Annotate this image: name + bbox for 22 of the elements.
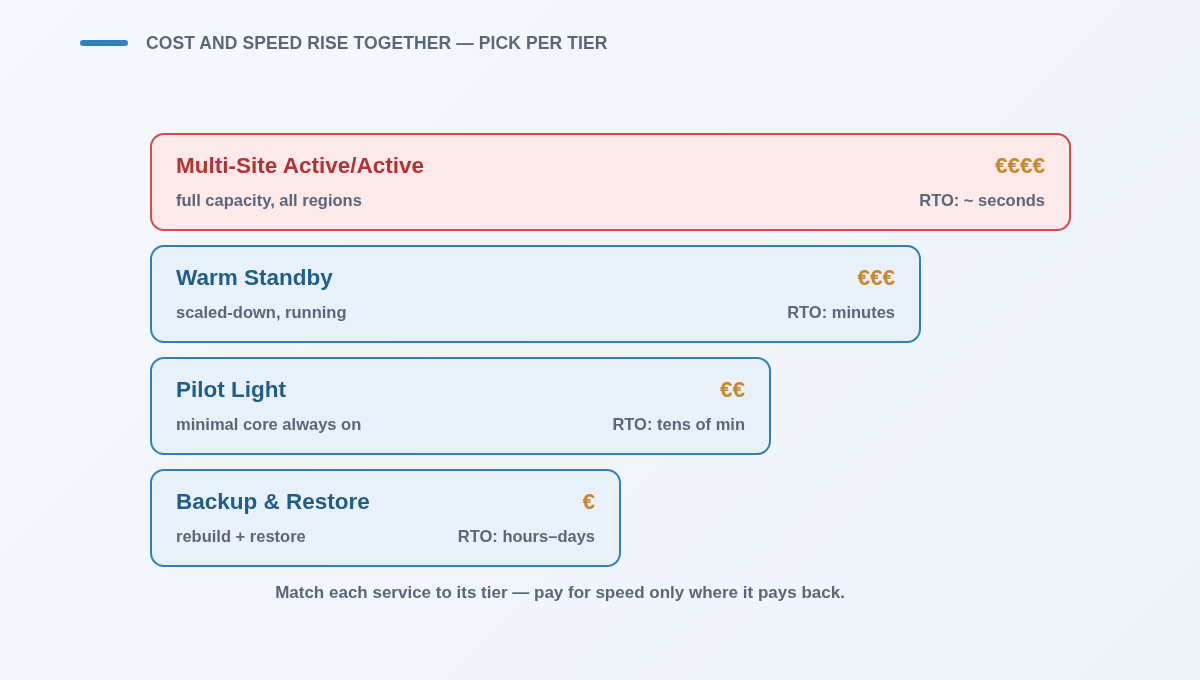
tier-box <box>150 245 921 343</box>
tier-name: Backup & Restore <box>176 489 370 515</box>
tier-description: rebuild + restore <box>176 527 306 546</box>
tier-description: scaled-down, running <box>176 303 347 322</box>
tier-name: Pilot Light <box>176 377 286 403</box>
rto-label: RTO: tens of min <box>612 415 745 434</box>
cost-label: €€€ <box>857 265 895 291</box>
tier-description: minimal core always on <box>176 415 362 434</box>
rto-label: RTO: ~ seconds <box>919 191 1045 210</box>
tier-box <box>150 357 771 455</box>
tier-box <box>150 133 1071 231</box>
cost-label: €€ <box>719 377 745 403</box>
cost-label: €€€€ <box>994 153 1045 179</box>
caption-text: Match each service to its tier — pay for speed only where it pays back. <box>275 583 845 603</box>
diagram-title: COST AND SPEED RISE TOGETHER — PICK PER TIER <box>146 33 608 54</box>
tier-description: full capacity, all regions <box>176 191 362 210</box>
tier-box <box>150 469 621 567</box>
tier-name: Multi-Site Active/Active <box>176 153 424 179</box>
rto-label: RTO: hours–days <box>457 527 595 546</box>
rto-label: RTO: minutes <box>787 303 895 322</box>
cost-label: € <box>582 489 595 515</box>
tier-name: Warm Standby <box>176 265 333 291</box>
